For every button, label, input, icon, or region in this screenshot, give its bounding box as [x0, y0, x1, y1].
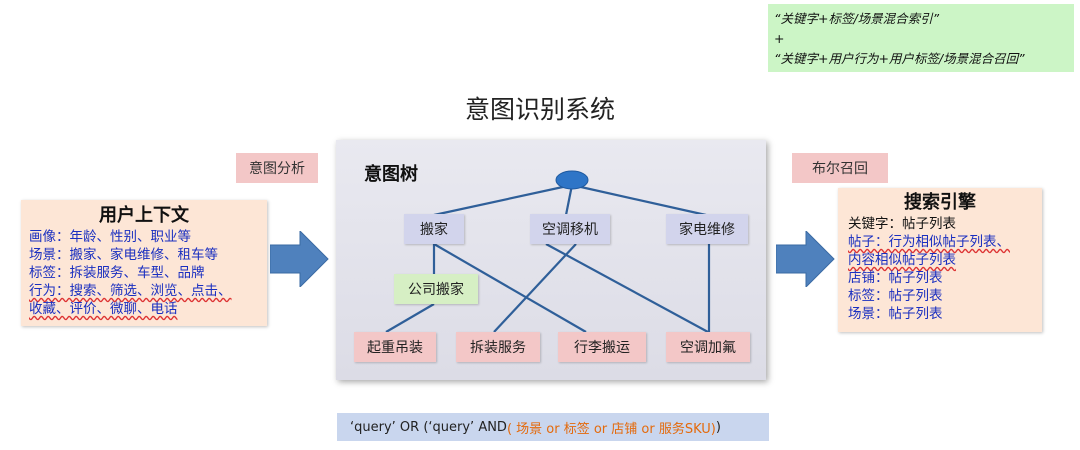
tree-node: 搬家 [404, 214, 464, 244]
user-context-line: 场景：搬家、家电维修、租车等 [29, 247, 218, 263]
user-context-panel: 用户上下文 画像：年龄、性别、职业等 场景：搬家、家电维修、租车等 标签：拆装服… [21, 200, 267, 326]
user-context-line: 画像：年龄、性别、职业等 [29, 229, 191, 245]
tree-node: 公司搬家 [394, 274, 478, 304]
tree-leaf: 行李搬运 [558, 332, 646, 362]
boolean-recall-tag: 布尔召回 [792, 153, 888, 183]
intent-tree-heading: 意图树 [364, 164, 418, 185]
formula-line-1: “关键字+标签/场景混合索引” [774, 11, 940, 26]
user-context-line: 标签：拆装服务、车型、品牌 [29, 265, 205, 281]
formula-line-2: + [774, 31, 785, 46]
tree-root-node [555, 170, 589, 190]
query-suffix: ) [715, 419, 721, 435]
query-prefix: ‘query’ OR (‘query’ AND [350, 419, 507, 435]
search-engine-line: 标签：帖子列表 [848, 288, 943, 304]
search-engine-line: 场景：帖子列表 [848, 306, 943, 322]
user-context-heading: 用户上下文 [99, 205, 189, 226]
query-highlight: ( 场景 or 标签 or 店铺 or 服务SKU) [506, 421, 716, 437]
tree-node: 空调移机 [530, 214, 610, 244]
tree-leaf: 空调加氟 [666, 332, 750, 362]
query-expression: ‘query’ OR (‘query’ AND ( 场景 or 标签 or 店铺… [337, 413, 769, 441]
tree-leaf: 拆装服务 [456, 332, 540, 362]
search-engine-line: 关键字：帖子列表 [848, 216, 956, 232]
tree-node: 家电维修 [666, 214, 748, 244]
arrow-right-icon [776, 231, 835, 287]
formula-line-3: “关键字+用户行为+用户标签/场景混合召回” [774, 51, 1025, 66]
arrow-right-icon [270, 231, 329, 287]
tree-leaf: 起重吊装 [354, 332, 436, 362]
user-context-line: 行为：搜索、筛选、浏览、点击、 [29, 283, 232, 299]
diagram-title: 意图识别系统 [464, 95, 615, 124]
search-engine-panel: 搜索引擎 关键字：帖子列表 帖子：行为相似帖子列表、 内容相似帖子列表 店铺：帖… [838, 188, 1042, 332]
formula-note: “关键字+标签/场景混合索引” + “关键字+用户行为+用户标签/场景混合召回” [768, 4, 1074, 72]
search-engine-line: 帖子：行为相似帖子列表、 [848, 234, 1010, 250]
intent-analysis-tag: 意图分析 [236, 153, 318, 183]
intent-tree-panel: 意图树 搬家 空调移机 家电维修 公司搬家 起重吊装 拆装服务 行李搬运 空调加… [336, 140, 766, 380]
tree-edges [385, 170, 711, 333]
search-engine-line: 店铺：帖子列表 [848, 270, 943, 286]
user-context-line: 收藏、评价、微聊、电话 [29, 301, 178, 317]
search-engine-line: 内容相似帖子列表 [848, 252, 956, 268]
search-engine-heading: 搜索引擎 [904, 192, 976, 213]
